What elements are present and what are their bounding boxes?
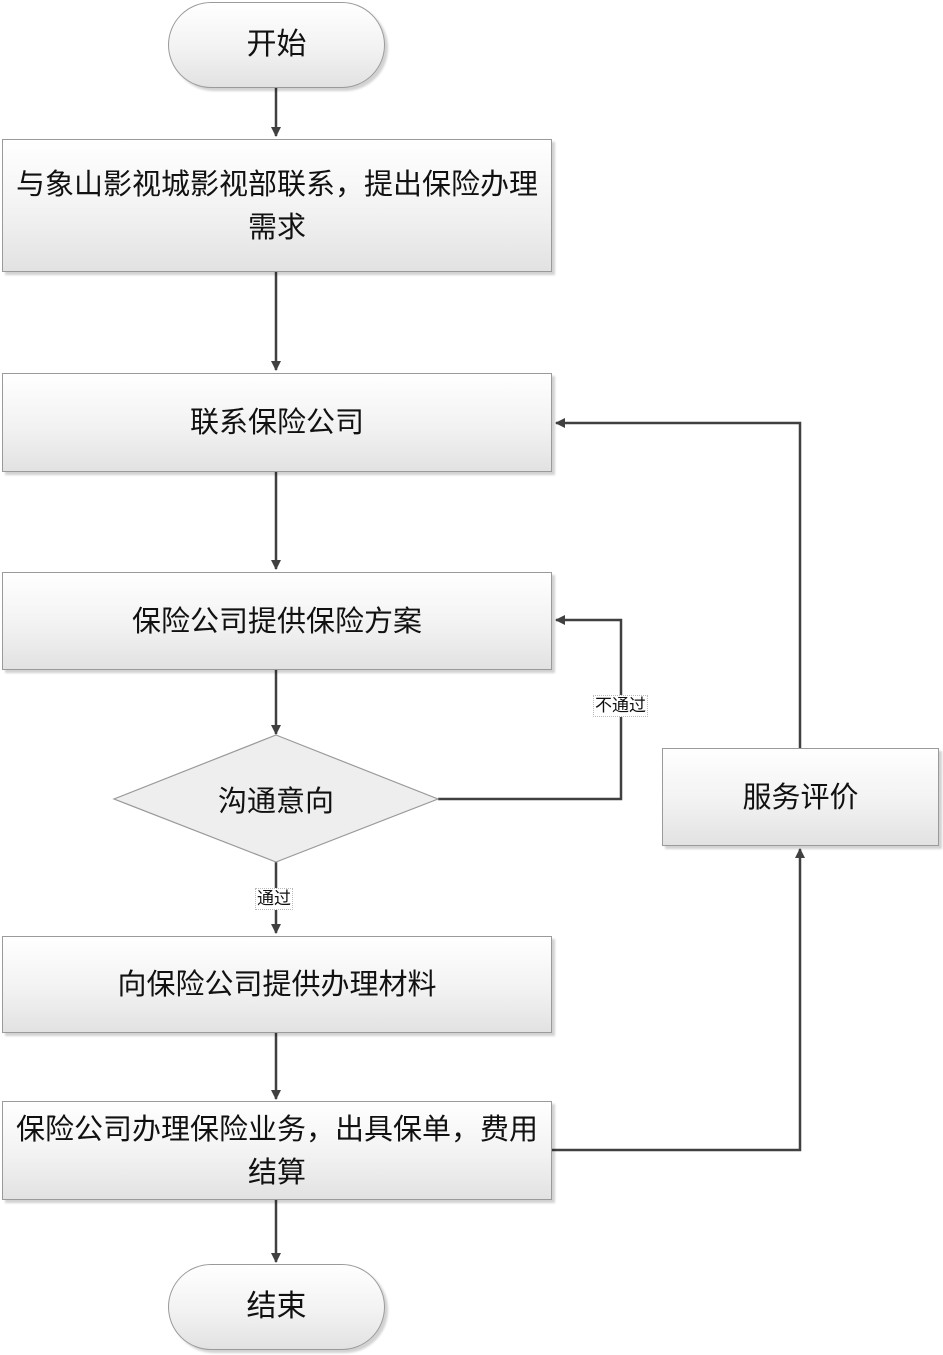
process-service-eval[interactable]: 服务评价 bbox=[662, 748, 939, 846]
decision-label: 沟通意向 bbox=[217, 784, 334, 818]
start-label: 开始 bbox=[246, 27, 307, 63]
process-insurer-plan[interactable]: 保险公司提供保险方案 bbox=[2, 572, 552, 670]
end-label: 结束 bbox=[246, 1289, 307, 1325]
service-eval-label: 服务评价 bbox=[742, 779, 859, 814]
process-issue-policy[interactable]: 保险公司办理保险业务，出具保单，费用结算 bbox=[2, 1101, 552, 1200]
process-provide-materials[interactable]: 向保险公司提供办理材料 bbox=[2, 936, 552, 1033]
contact-dept-label: 与象山影视城影视部联系，提出保险办理需求 bbox=[15, 167, 538, 244]
process-contact-dept[interactable]: 与象山影视城影视部联系，提出保险办理需求 bbox=[2, 139, 552, 272]
edge-service-eval-to-contact-insurer bbox=[555, 418, 802, 748]
edge-label-pass: 通过 bbox=[255, 888, 293, 911]
edge-label-reject: 不通过 bbox=[593, 695, 648, 718]
decision-diamond[interactable] bbox=[112, 734, 440, 863]
contact-insurer-label: 联系保险公司 bbox=[189, 405, 364, 440]
start-terminator[interactable]: 开始 bbox=[168, 2, 385, 88]
process-contact-insurer[interactable]: 联系保险公司 bbox=[2, 373, 552, 472]
issue-policy-label: 保险公司办理保险业务，出具保单，费用结算 bbox=[15, 1112, 538, 1189]
provide-materials-label: 向保险公司提供办理材料 bbox=[117, 967, 437, 1002]
edge-issue-to-service-eval bbox=[552, 848, 805, 1152]
insurer-plan-label: 保险公司提供保险方案 bbox=[131, 603, 422, 638]
end-terminator[interactable]: 结束 bbox=[168, 1264, 385, 1350]
